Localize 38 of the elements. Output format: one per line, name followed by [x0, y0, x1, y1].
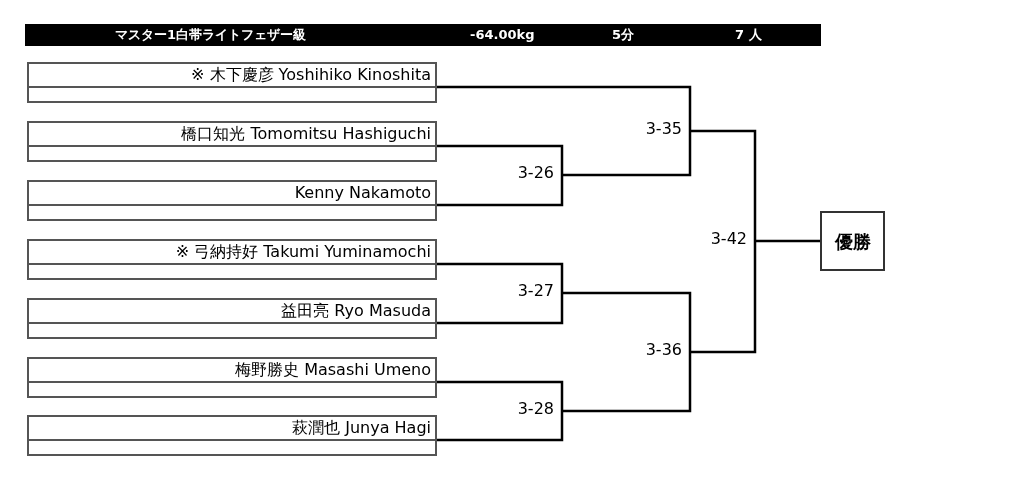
bracket-line — [437, 411, 564, 442]
match-number: 3-28 — [517, 399, 560, 419]
competitor-name: 梅野勝史 Masashi Umeno — [235, 360, 431, 380]
bracket-line — [437, 85, 692, 131]
bracket-line — [755, 239, 822, 243]
header-text: 7 人 — [735, 26, 762, 44]
competitor-name: 益田亮 Ryo Masuda — [281, 301, 431, 321]
bracket-line — [562, 291, 692, 352]
competitor-name: ※ 木下慶彦 Yoshihiko Kinoshita — [191, 65, 431, 85]
competitor-name: 萩潤也 Junya Hagi — [292, 418, 431, 438]
bracket-line — [562, 131, 692, 177]
bracket-line — [690, 241, 757, 354]
competitor-box — [27, 357, 437, 398]
competitor-box — [27, 239, 437, 280]
competitor-name: 橋口知光 Tomomitsu Hashiguchi — [181, 124, 431, 144]
match-number: 3-42 — [710, 229, 753, 249]
competitor-box — [27, 298, 437, 339]
competitor-box — [27, 121, 437, 162]
champion-box: 優勝 — [820, 211, 885, 271]
bracket-line — [437, 380, 564, 411]
bracket-line — [562, 352, 692, 413]
bracket-line — [437, 293, 564, 325]
bracket-line — [437, 262, 564, 293]
match-number: 3-26 — [517, 163, 560, 183]
bracket-line — [437, 175, 564, 207]
competitor-name: ※ 弓納持好 Takumi Yuminamochi — [175, 242, 431, 262]
competitor-box — [27, 180, 437, 221]
match-number: 3-35 — [645, 119, 688, 139]
match-number: 3-27 — [517, 281, 560, 301]
competitor-box — [27, 62, 437, 103]
competitor-name: Kenny Nakamoto — [294, 183, 431, 203]
competitor-box — [27, 415, 437, 456]
match-number: 3-36 — [645, 340, 688, 360]
bracket-line — [690, 129, 757, 241]
header-text: -64.00kg — [470, 26, 535, 44]
header-text: 5分 — [612, 26, 635, 44]
division-title: マスター1白帯ライトフェザー級 — [115, 26, 307, 44]
bracket-line — [437, 144, 564, 175]
